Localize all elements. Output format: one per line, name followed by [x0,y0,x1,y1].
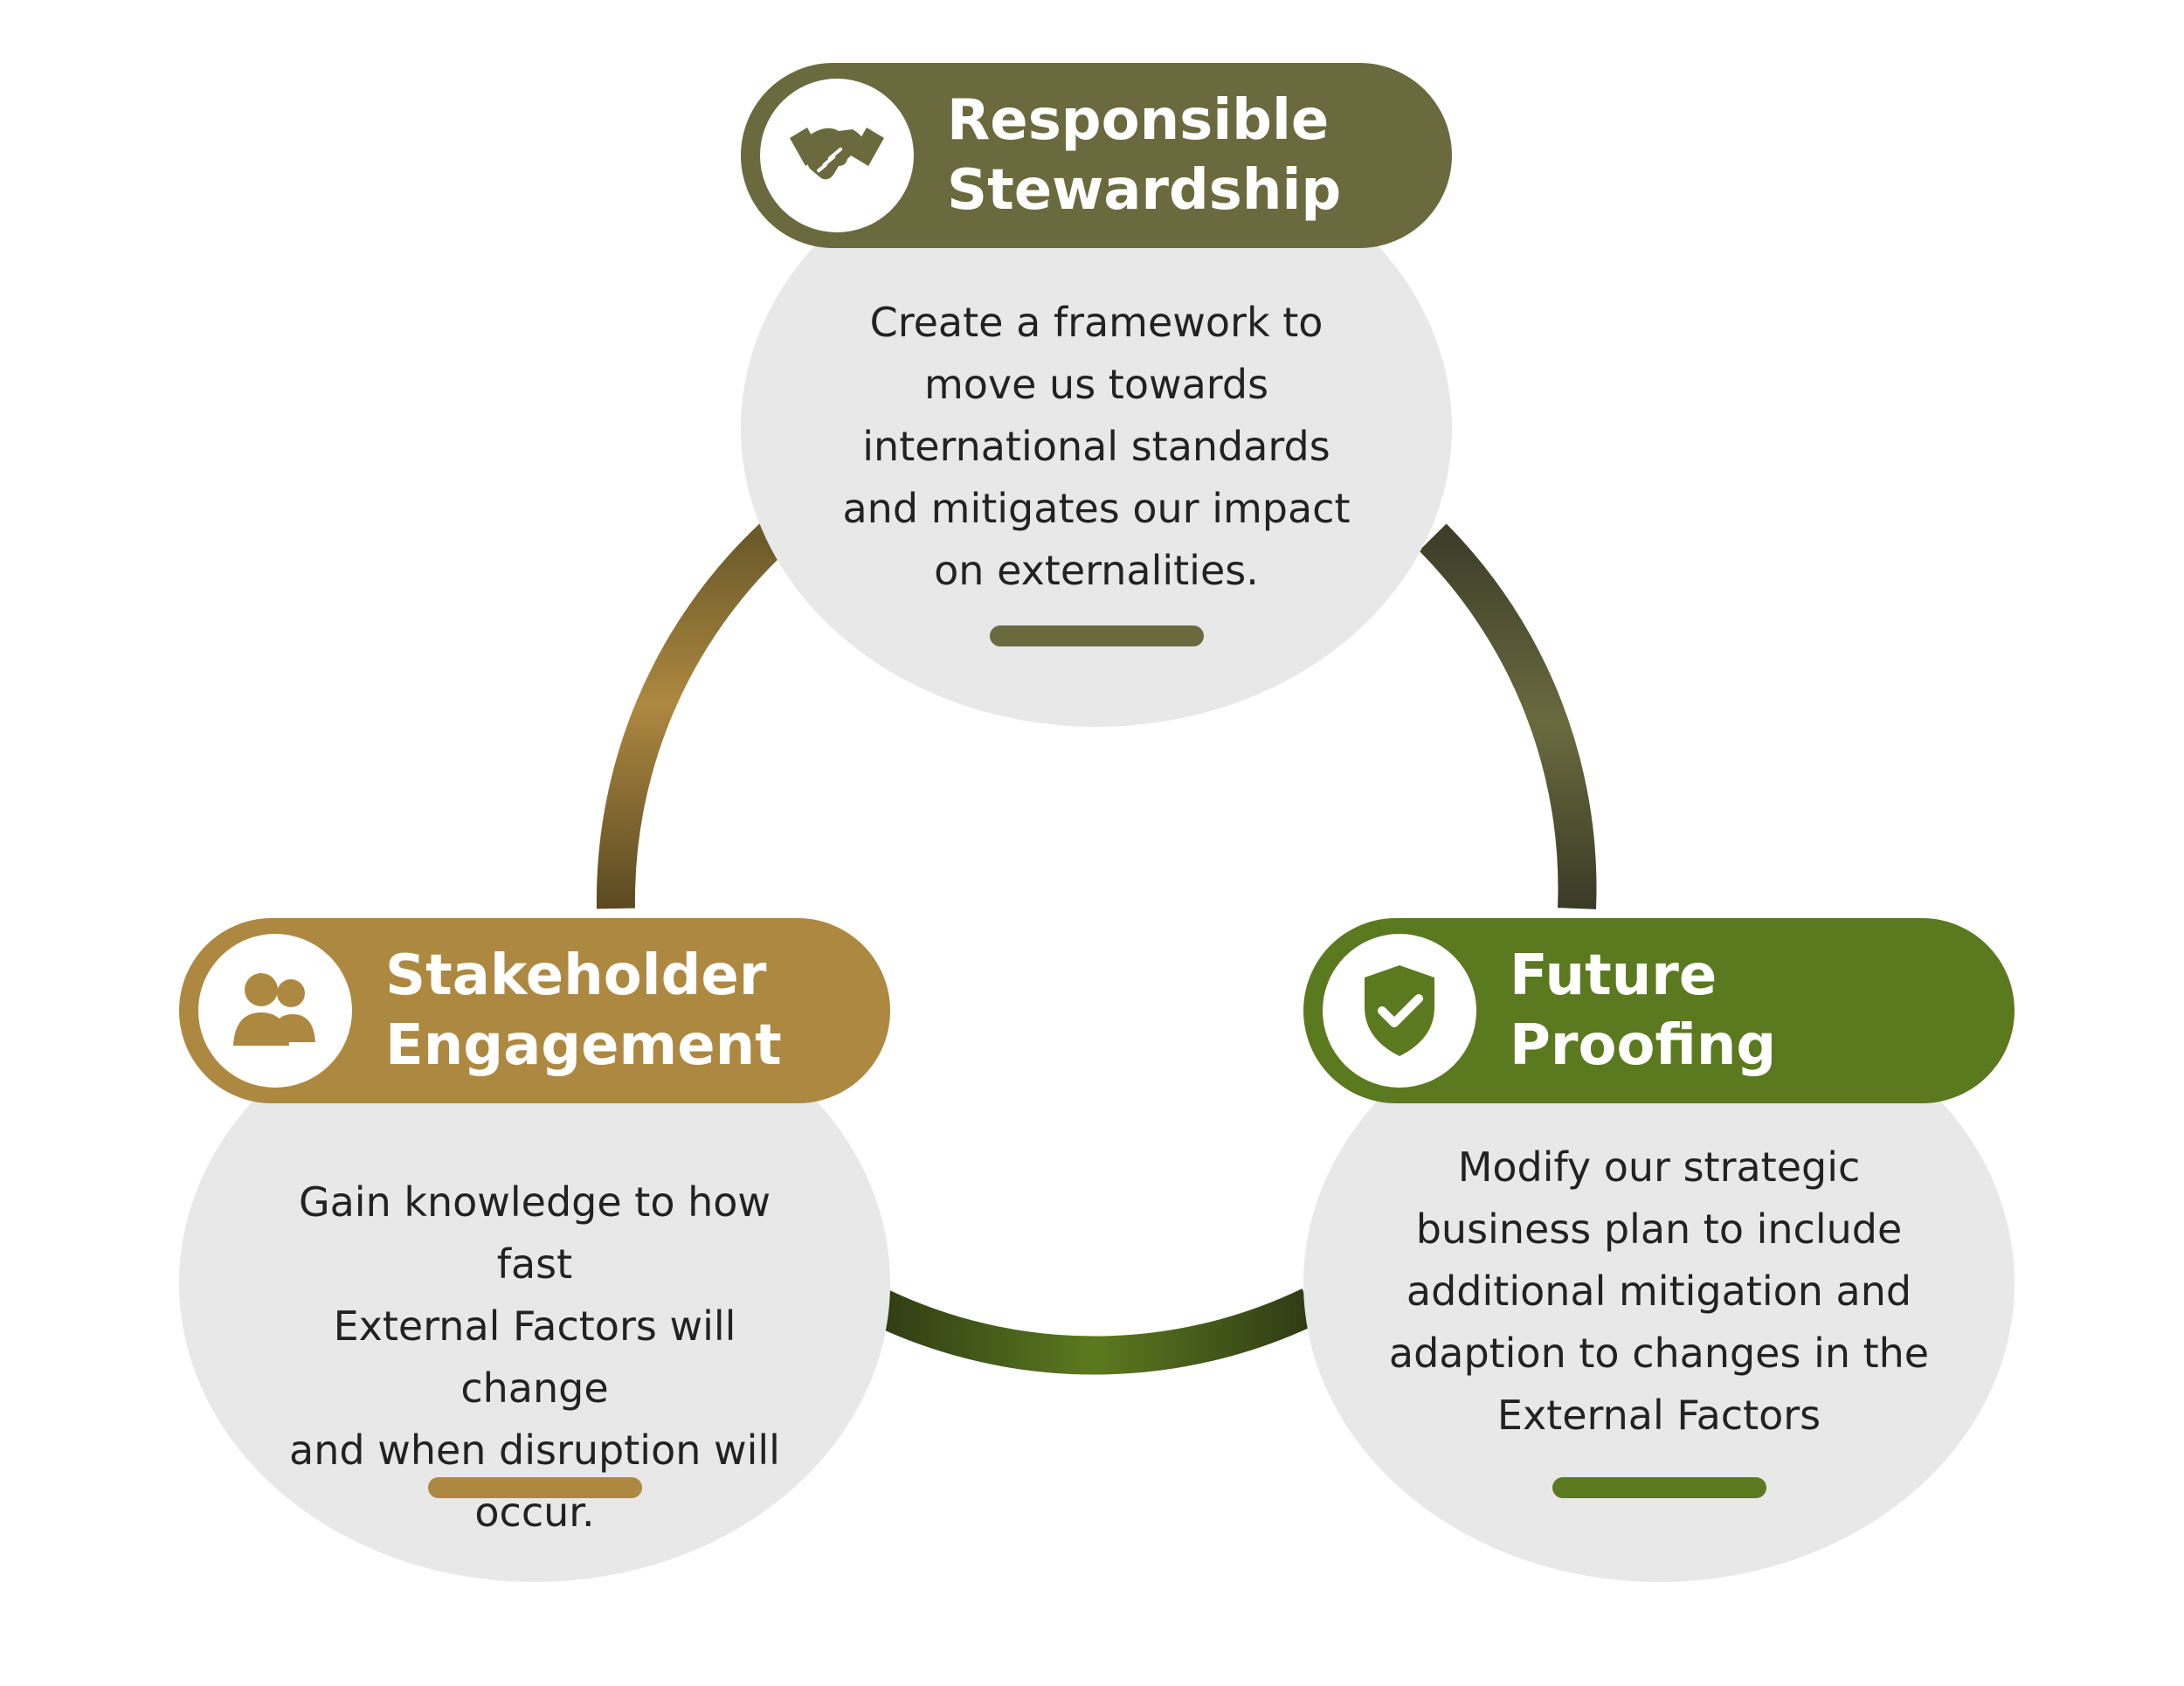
card-header: Future Proofing [1303,918,2015,1103]
icon-badge [1323,934,1476,1088]
icon-badge [198,934,352,1088]
card-title-text: Responsible Stewardship [947,88,1342,223]
shield-check-icon [1365,965,1434,1056]
card-accent-bar [1552,1477,1766,1498]
handshake-right-cuff [851,128,884,166]
icon-badge [760,79,914,232]
ring-arc-bottom [869,1289,1319,1375]
card-accent-bar [990,625,1204,646]
card-title: Stakeholder Engagement [385,918,874,1103]
card-stakeholder-engagement: Gain knowledge to how fast External Fact… [179,918,890,1582]
card-title-text: Stakeholder Engagement [385,943,782,1078]
handshake-icon [790,128,884,180]
user-head-front [245,973,278,1006]
card-title: Future Proofing [1510,918,1999,1103]
card-description: Gain knowledge to how fast External Fact… [289,1178,780,1536]
check-mark-icon [1378,994,1423,1027]
handshake-finger-line-3 [817,162,827,173]
card-accent-bar [428,1477,642,1498]
users-icon [233,973,315,1046]
card-future-proofing: Modify our strategic business plan to in… [1303,918,2015,1582]
ring-arc-right [1419,523,1597,909]
card-responsible-stewardship: Create a framework to move us towards in… [741,63,1452,727]
user-head-back [277,979,305,1007]
card-title-text: Future Proofing [1510,943,1777,1078]
ring-arc-left [596,522,787,909]
card-description: Create a framework to move us towards in… [842,299,1351,594]
user-body-front [233,1012,289,1046]
card-header: Stakeholder Engagement [179,918,890,1103]
card-header: Responsible Stewardship [741,63,1452,248]
card-description: Modify our strategic business plan to in… [1388,1144,1930,1439]
shield-shape [1365,965,1434,1056]
card-title: Responsible Stewardship [947,63,1436,248]
